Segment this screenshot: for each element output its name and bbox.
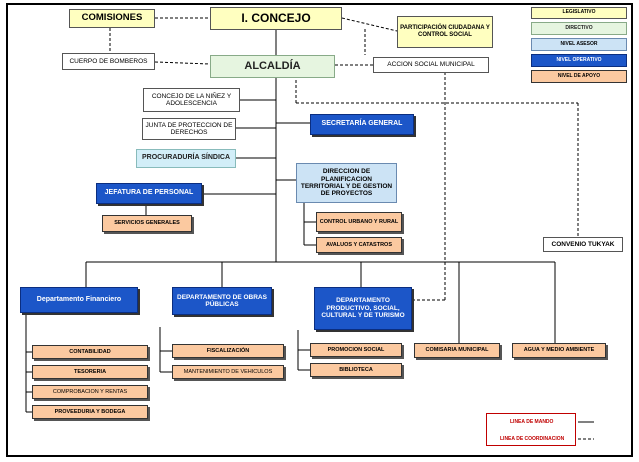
dept-obras-label: DEPARTAMENTO DE OBRAS PÚBLICAS — [177, 293, 267, 308]
bomberos-box: CUERPO DE BOMBEROS — [62, 53, 155, 70]
accion-social-label: ACCION SOCIAL MUNICIPAL — [387, 61, 475, 69]
control-urbano-label: CONTROL URBANO Y RURAL — [319, 218, 399, 225]
legend-lines-box — [486, 413, 576, 446]
avaluos-label: AVALUOS Y CATASTROS — [325, 241, 392, 248]
contabilidad-box: CONTABILIDAD — [32, 345, 148, 359]
legend-legislativo-label: LEGISLATIVO — [562, 9, 596, 16]
biblioteca-box: BIBLIOTECA — [310, 363, 402, 377]
comisiones-label: COMISIONES — [81, 12, 143, 24]
mantenimiento-box: MANTENIMIENTO DE VEHICULOS — [172, 365, 284, 379]
planificacion-box: DIRECCION DE PLANIFICACION TERRITORIAL Y… — [296, 163, 397, 203]
biblioteca-label: BIBLIOTECA — [339, 366, 373, 373]
tesoreria-box: TESORERIA — [32, 365, 148, 379]
secretaria-box: SECRETARÍA GENERAL — [310, 114, 414, 135]
concejo-label: I. CONCEJO — [241, 10, 311, 25]
dept-obras-box: DEPARTAMENTO DE OBRAS PÚBLICAS — [172, 287, 272, 315]
servicios-box: SERVICIOS GENERALES — [102, 215, 192, 232]
mantenimiento-label: MANTENIMIENTO DE VEHICULOS — [183, 368, 273, 375]
ninez-box: CONCEJO DE LA NIÑEZ Y ADOLESCENCIA — [143, 88, 240, 112]
chart-frame — [6, 3, 633, 457]
planificacion-label: DIRECCION DE PLANIFICACION TERRITORIAL Y… — [300, 168, 393, 198]
dept-financiero-box: Departamento Financiero — [20, 287, 138, 313]
bomberos-label: CUERPO DE BOMBEROS — [69, 57, 148, 65]
promocion-box: PROMOCION SOCIAL — [310, 343, 402, 357]
ninez-label: CONCEJO DE LA NIÑEZ Y ADOLESCENCIA — [151, 92, 232, 107]
comprobacion-box: COMPROBACION Y RENTAS — [32, 385, 148, 399]
legend-directivo-label: DIRECTIVO — [565, 24, 593, 31]
alcaldia-box: ALCALDÍA — [210, 55, 335, 78]
procuraduria-box: PROCURADURÍA SÍNDICA — [136, 149, 236, 168]
promocion-label: PROMOCION SOCIAL — [327, 346, 385, 353]
comisaria-label: COMISARIA MUNICIPAL — [425, 347, 489, 354]
control-urbano-box: CONTROL URBANO Y RURAL — [316, 212, 402, 232]
legend-asesor-label: NIVEL ASESOR — [560, 40, 598, 47]
junta-label: JUNTA DE PROTECCION DE DERECHOS — [145, 121, 233, 136]
tesoreria-label: TESORERIA — [73, 368, 107, 375]
comisaria-box: COMISARIA MUNICIPAL — [414, 343, 500, 358]
contabilidad-label: CONTABILIDAD — [69, 348, 111, 355]
jefatura-label: JEFATURA DE PERSONAL — [104, 189, 194, 197]
comisiones-box: COMISIONES — [69, 9, 155, 28]
proveeduria-box: PROVEEDURIA Y BODEGA — [32, 405, 148, 419]
fiscalizacion-label: FISCALIZACIÓN — [206, 347, 250, 354]
participacion-box: PARTICIPACIÓN CIUDADANA Y CONTROL SOCIAL — [397, 16, 493, 48]
legend-operativo: NIVEL OPERATIVO — [531, 54, 627, 67]
dept-productivo-box: DEPARTAMENTO PRODUCTIVO, SOCIAL, CULTURA… — [314, 287, 412, 330]
legend-asesor: NIVEL ASESOR — [531, 38, 627, 51]
legend-operativo-label: NIVEL OPERATIVO — [556, 56, 602, 63]
legend-mando-label: LINEA DE MANDO — [510, 419, 554, 425]
legend-directivo: DIRECTIVO — [531, 22, 627, 35]
dept-financiero-label: Departamento Financiero — [36, 295, 122, 303]
comprobacion-label: COMPROBACION Y RENTAS — [52, 388, 128, 395]
fiscalizacion-box: FISCALIZACIÓN — [172, 344, 284, 358]
legend-legislativo: LEGISLATIVO — [531, 7, 627, 19]
convenio-box: CONVENIO TUKYAK — [543, 237, 623, 252]
convenio-label: CONVENIO TUKYAK — [551, 240, 615, 248]
dept-productivo-label: DEPARTAMENTO PRODUCTIVO, SOCIAL, CULTURA… — [321, 297, 405, 320]
jefatura-box: JEFATURA DE PERSONAL — [96, 183, 202, 204]
alcaldia-label: ALCALDÍA — [244, 60, 301, 73]
avaluos-box: AVALUOS Y CATASTROS — [316, 237, 402, 253]
proveeduria-label: PROVEEDURIA Y BODEGA — [54, 408, 126, 415]
legend-apoyo-label: NIVEL DE APOYO — [557, 72, 601, 79]
secretaria-label: SECRETARÍA GENERAL — [321, 120, 403, 128]
agua-box: AGUA Y MEDIO AMBIENTE — [512, 343, 606, 358]
agua-label: AGUA Y MEDIO AMBIENTE — [523, 347, 595, 354]
accion-social-box: ACCION SOCIAL MUNICIPAL — [373, 57, 489, 73]
legend-coordinacion-label: LINEA DE COORDINACION — [500, 436, 565, 442]
participacion-label: PARTICIPACIÓN CIUDADANA Y CONTROL SOCIAL — [400, 25, 490, 38]
junta-box: JUNTA DE PROTECCION DE DERECHOS — [142, 118, 236, 140]
servicios-label: SERVICIOS GENERALES — [114, 220, 180, 227]
legend-apoyo: NIVEL DE APOYO — [531, 70, 627, 83]
procuraduria-label: PROCURADURÍA SÍNDICA — [141, 154, 231, 162]
concejo-box: I. CONCEJO — [210, 7, 342, 30]
